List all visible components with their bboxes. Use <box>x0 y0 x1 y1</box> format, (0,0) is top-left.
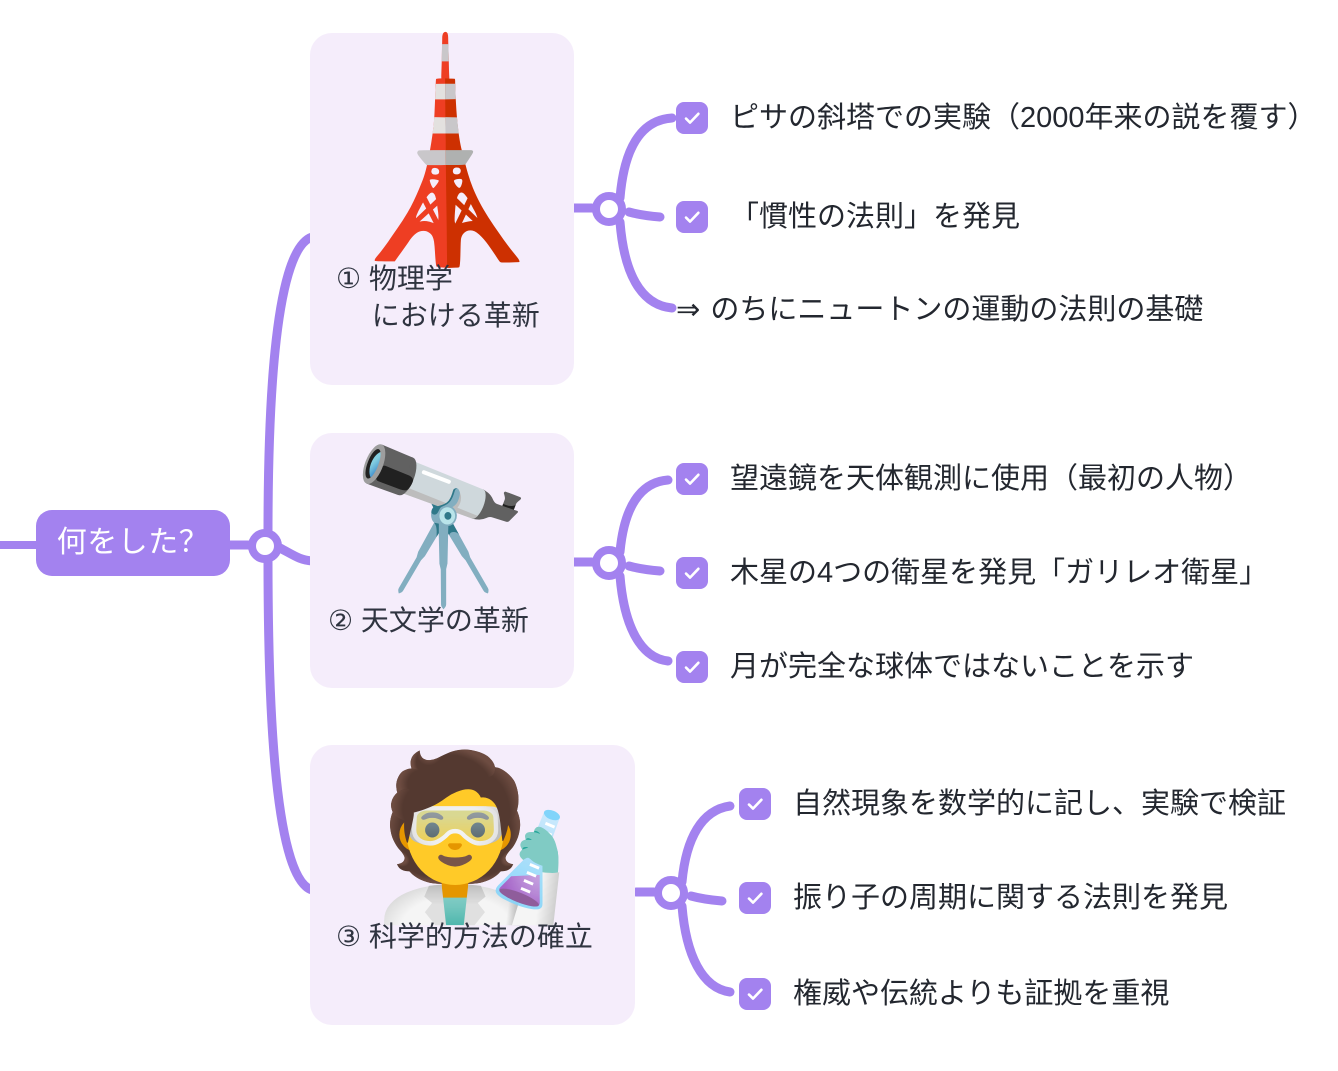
junction-3-leaf-1 <box>677 801 735 887</box>
branch-card-astronomy[interactable]: 🔭 ② 天文学の革新 <box>310 433 574 688</box>
junction-1-leaf-1 <box>615 113 677 203</box>
junction-2-leaf-1 <box>615 475 673 557</box>
leaf-item[interactable]: 自然現象を数学的に記し、実験で検証 <box>739 782 1286 826</box>
root-node[interactable]: 何をした？ <box>36 510 230 576</box>
checkbox-checked-icon[interactable] <box>676 651 708 683</box>
leaf-item[interactable]: 望遠鏡を天体観測に使用（最初の人物） <box>676 457 1252 501</box>
junction-3-leaf-2 <box>686 891 727 906</box>
checkbox-checked-icon[interactable] <box>739 978 771 1010</box>
branch-card-physics-label: ① 物理学 における革新 <box>336 263 540 331</box>
leaf-item[interactable]: 木星の4つの衛星を発見「ガリレオ衛星」 <box>676 551 1268 595</box>
branch-card-scientific-method-label: ③ 科学的方法の確立 <box>336 921 593 952</box>
leaf-item-label: 木星の4つの衛星を発見「ガリレオ衛星」 <box>730 556 1269 589</box>
leaf-item-label: 月が完全な球体ではないことを示す <box>730 650 1195 683</box>
checkbox-checked-icon[interactable] <box>676 102 708 134</box>
leaf-item-label: ピサの斜塔での実験（2000年来の説を覆す） <box>730 101 1317 134</box>
branch-3-junction-node[interactable] <box>654 876 688 910</box>
junction-1-leaf-2 <box>624 207 665 222</box>
checkbox-checked-icon[interactable] <box>676 557 708 589</box>
hub-junction-node[interactable] <box>248 529 282 563</box>
checkbox-checked-icon[interactable] <box>676 201 708 233</box>
leaf-item[interactable]: ⇒ のちにニュートンの運動の法則の基礎 <box>676 288 1203 332</box>
leaning-tower-of-pisa-icon: 🗼 <box>314 34 576 269</box>
telescope-icon: 🔭 <box>348 442 536 610</box>
junction-2-leaf-2 <box>624 561 665 576</box>
leaf-item-label: 権威や伝統よりも証拠を重視 <box>793 977 1170 1010</box>
checkbox-checked-icon[interactable] <box>739 882 771 914</box>
branch-card-physics[interactable]: 🗼 ① 物理学 における革新 <box>310 33 576 385</box>
hub-to-card-2 <box>275 543 317 566</box>
hub-to-card-1 <box>263 232 317 539</box>
leaf-item[interactable]: 月が完全な球体ではないことを示す <box>676 645 1194 689</box>
junction-2-leaf-3 <box>615 571 673 666</box>
branch-2-junction-node[interactable] <box>592 546 626 580</box>
branch-card-scientific-method[interactable]: 🧑‍🔬 ③ 科学的方法の確立 <box>310 745 635 1025</box>
leaf-item-label: 望遠鏡を天体観測に使用（最初の人物） <box>730 462 1253 495</box>
leaf-item-label: 「慣性の法則」を発見 <box>730 200 1021 233</box>
leaf-item[interactable]: ピサの斜塔での実験（2000年来の説を覆す） <box>676 96 1317 140</box>
leaf-item[interactable]: 振り子の周期に関する法則を発見 <box>739 876 1228 920</box>
hub-to-card-3 <box>263 553 317 895</box>
leaf-item-label: のちにニュートンの運動の法則の基礎 <box>710 293 1204 326</box>
leaf-item-label: 自然現象を数学的に記し、実験で検証 <box>793 787 1287 820</box>
arrow-right-double-icon: ⇒ <box>676 293 701 326</box>
leaf-item[interactable]: 権威や伝統よりも証拠を重視 <box>739 972 1169 1016</box>
checkbox-checked-icon[interactable] <box>739 788 771 820</box>
branch-card-astronomy-label: ② 天文学の革新 <box>328 605 529 636</box>
junction-1-leaf-3 <box>615 217 677 313</box>
scientist-icon: 🧑‍🔬 <box>372 747 573 926</box>
junction-3-leaf-3 <box>677 901 735 997</box>
checkbox-checked-icon[interactable] <box>676 463 708 495</box>
branch-1-junction-node[interactable] <box>592 192 626 226</box>
leaf-item[interactable]: 「慣性の法則」を発見 <box>676 195 1020 239</box>
leaf-item-label: 振り子の周期に関する法則を発見 <box>793 881 1229 914</box>
root-node-label: 何をした？ <box>56 526 210 559</box>
